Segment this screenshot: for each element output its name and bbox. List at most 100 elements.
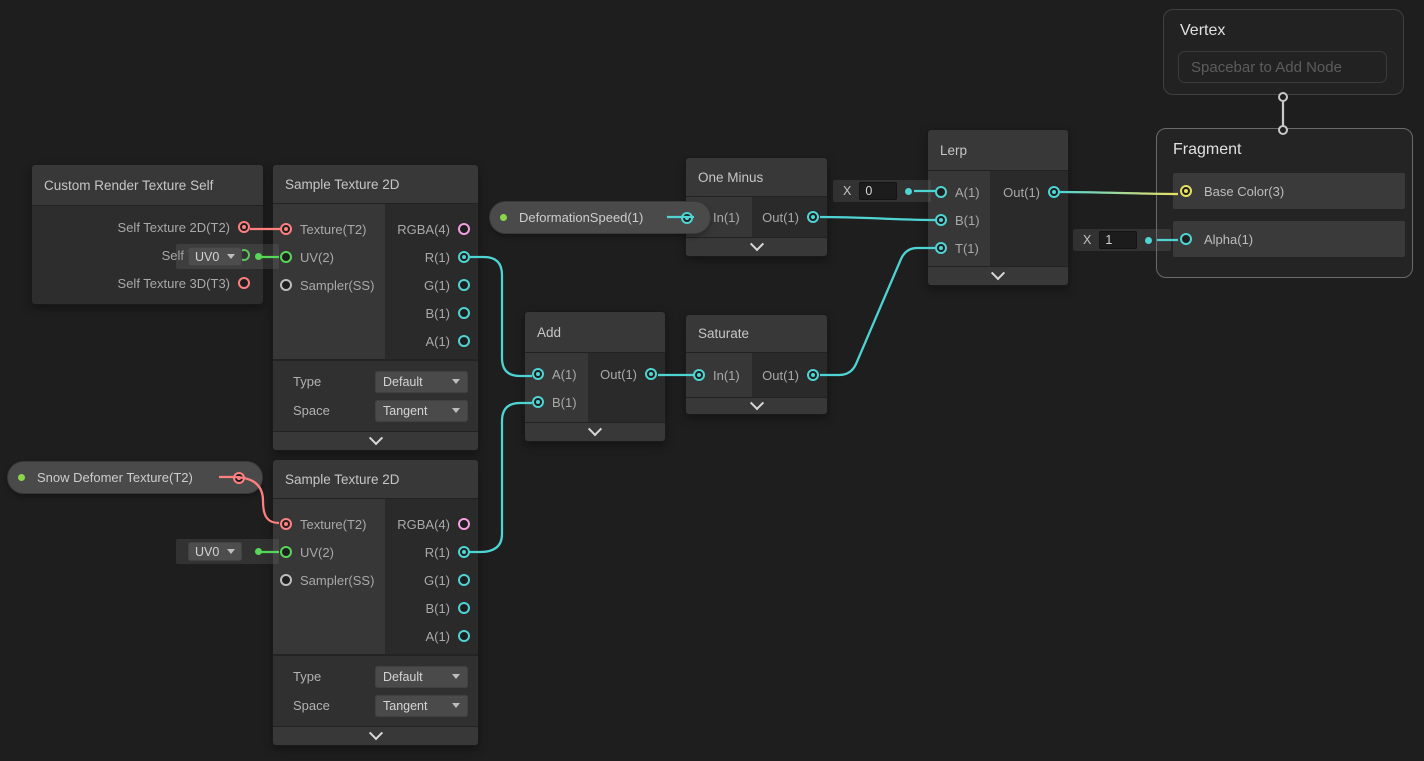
port-b-output[interactable] — [458, 307, 470, 319]
node-title[interactable]: Sample Texture 2D — [273, 165, 478, 204]
port-base-color-input[interactable] — [1180, 185, 1192, 197]
chevron-down-icon — [990, 266, 1006, 281]
port-self-texture-2d-output[interactable] — [238, 221, 250, 233]
port-g-output[interactable] — [458, 279, 470, 291]
wire-snowdeformer-to-texture[interactable] — [219, 475, 280, 525]
node-sample-texture-2d-top[interactable]: Sample Texture 2D Texture(T2) UV(2) Samp… — [273, 165, 478, 450]
type-label: Type — [293, 374, 322, 389]
node-add[interactable]: Add A(1) B(1) Out(1) — [525, 312, 665, 441]
collapse-button[interactable] — [686, 237, 827, 256]
port-a-output[interactable] — [458, 335, 470, 347]
port-label: A(1) — [552, 366, 577, 382]
collapse-button[interactable] — [273, 431, 478, 450]
node-title[interactable]: Custom Render Texture Self — [32, 165, 263, 206]
port-self-texture-3d-output[interactable] — [238, 277, 250, 289]
wire-r1-to-add-a[interactable] — [470, 255, 532, 378]
collapse-button[interactable] — [928, 266, 1068, 285]
port-label: T(1) — [955, 240, 979, 256]
port-label: Self Texture 2D(T2) — [117, 219, 230, 235]
port-label: Texture(T2) — [300, 221, 367, 237]
output-panel: Out(1) — [752, 353, 827, 397]
port-a-input[interactable] — [532, 368, 544, 380]
port-uv-input[interactable] — [280, 251, 292, 263]
space-dropdown[interactable]: Tangent — [375, 399, 468, 422]
port-label: R(1) — [424, 544, 450, 560]
collapse-button[interactable] — [686, 396, 827, 414]
port-out-output[interactable] — [807, 369, 819, 381]
port-g-output[interactable] — [458, 574, 470, 586]
output-row: Self Texture 3D(T3) — [32, 269, 263, 297]
node-one-minus[interactable]: One Minus In(1) Out(1) — [686, 158, 827, 256]
port-section: Texture(T2) UV(2) Sampler(SS) RGBA(4) R(… — [273, 204, 478, 359]
node-title[interactable]: Saturate — [686, 315, 827, 353]
port-r-output[interactable] — [458, 251, 470, 263]
port-in-input[interactable] — [693, 369, 705, 381]
x-component-label: X — [843, 184, 852, 198]
vertex-context-block[interactable]: Vertex Spacebar to Add Node — [1163, 9, 1404, 95]
node-custom-render-texture-self[interactable]: Custom Render Texture Self Self Texture … — [32, 165, 263, 304]
port-label: Out(1) — [762, 209, 799, 225]
port-t-input[interactable] — [935, 242, 947, 254]
dropdown-caret-icon — [227, 549, 236, 554]
node-title[interactable]: Lerp — [928, 130, 1068, 171]
port-label: Texture(T2) — [300, 516, 367, 532]
port-label: UV(2) — [300, 544, 334, 560]
space-label: Space — [293, 698, 330, 713]
port-rgba-output[interactable] — [458, 518, 470, 530]
port-out-output[interactable] — [807, 211, 819, 223]
type-dropdown[interactable]: Default — [375, 370, 468, 393]
input-panel: A(1) B(1) — [525, 353, 588, 422]
alpha-slot[interactable]: Alpha(1) — [1173, 221, 1405, 257]
node-saturate[interactable]: Saturate In(1) Out(1) — [686, 315, 827, 414]
uv-channel-dropdown[interactable]: UV0 — [188, 542, 243, 561]
fragment-context-block[interactable]: Fragment Base Color(3) Alpha(1) — [1156, 128, 1413, 278]
input-panel: Texture(T2) UV(2) Sampler(SS) — [273, 499, 385, 654]
space-row: Space Tangent — [283, 691, 468, 720]
node-controls: Type Default Space Tangent — [273, 654, 478, 726]
collapse-button[interactable] — [525, 422, 665, 441]
wire-saturate-to-lerp-t[interactable] — [820, 246, 936, 377]
node-sample-texture-2d-bottom[interactable]: Sample Texture 2D Texture(T2) UV(2) Samp… — [273, 460, 478, 745]
node-title[interactable]: One Minus — [686, 158, 827, 197]
lerp-a-value-input[interactable]: 0 — [859, 182, 898, 200]
fragment-title: Fragment — [1173, 141, 1242, 158]
wire-r2-to-add-b[interactable] — [470, 401, 532, 554]
input-panel: A(1) B(1) T(1) — [928, 171, 990, 266]
port-a-input[interactable] — [935, 186, 947, 198]
port-label: Sampler(SS) — [300, 277, 375, 293]
port-texture-input[interactable] — [280, 518, 292, 530]
add-node-placeholder[interactable]: Spacebar to Add Node — [1178, 51, 1387, 83]
port-label: In(1) — [713, 367, 740, 383]
dropdown-caret-icon — [452, 674, 460, 679]
type-dropdown[interactable]: Default — [375, 665, 468, 688]
vertex-title: Vertex — [1180, 22, 1226, 39]
port-a-output[interactable] — [458, 630, 470, 642]
uv-channel-dropdown[interactable]: UV0 — [188, 247, 243, 266]
wire-oneminus-to-lerp-b[interactable] — [819, 215, 937, 222]
port-label: RGBA(4) — [397, 221, 450, 237]
port-b-input[interactable] — [935, 214, 947, 226]
alpha-value-input[interactable]: 1 — [1099, 231, 1138, 249]
port-out-output[interactable] — [645, 368, 657, 380]
node-title[interactable]: Sample Texture 2D — [273, 460, 478, 499]
port-sampler-input[interactable] — [280, 574, 292, 586]
port-texture-input[interactable] — [280, 223, 292, 235]
type-row: Type Default — [283, 662, 468, 691]
port-label: In(1) — [713, 209, 740, 225]
port-b-output[interactable] — [458, 602, 470, 614]
port-sampler-input[interactable] — [280, 279, 292, 291]
type-label: Type — [293, 669, 322, 684]
collapse-button[interactable] — [273, 726, 478, 745]
node-lerp[interactable]: Lerp A(1) B(1) T(1) Out(1) — [928, 130, 1068, 285]
port-out-output[interactable] — [1048, 186, 1060, 198]
port-rgba-output[interactable] — [458, 223, 470, 235]
space-dropdown[interactable]: Tangent — [375, 694, 468, 717]
port-r-output[interactable] — [458, 546, 470, 558]
base-color-slot[interactable]: Base Color(3) — [1173, 173, 1405, 209]
node-title[interactable]: Add — [525, 312, 665, 353]
port-b-input[interactable] — [532, 396, 544, 408]
wire-lerp-to-basecolor[interactable] — [1059, 190, 1179, 196]
port-uv-input[interactable] — [280, 546, 292, 558]
port-alpha-input[interactable] — [1180, 233, 1192, 245]
